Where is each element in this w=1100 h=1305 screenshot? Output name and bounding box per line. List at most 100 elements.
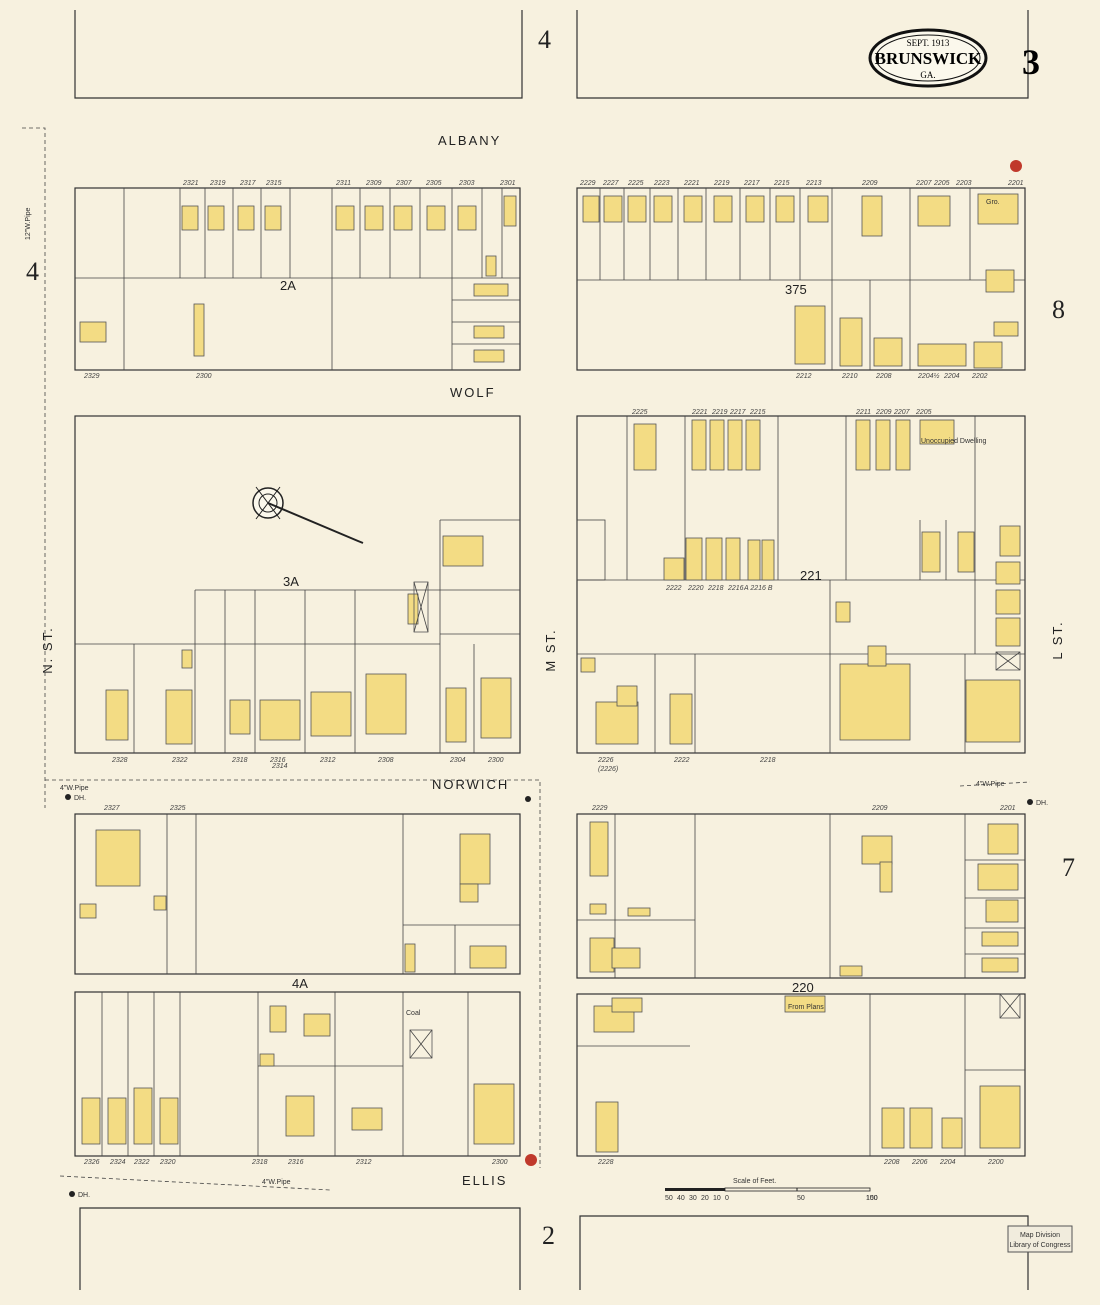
address-label: 2215 — [773, 180, 790, 187]
block-4a: 4A — [74, 813, 521, 1157]
stamp-line-1: Map Division — [1020, 1232, 1060, 1239]
address-label: 2209 — [871, 805, 888, 812]
scale-tick-label: 30 — [689, 1195, 697, 1202]
hydrant-norwich-n — [65, 794, 71, 800]
address-label: 2328 — [111, 757, 128, 764]
address-label: 2227 — [602, 180, 620, 187]
scale-tick-label: 100 — [866, 1195, 878, 1202]
address-label: 2229 — [591, 805, 608, 812]
address-label: 2312 — [355, 1159, 372, 1166]
address-label: 2217 — [743, 180, 761, 187]
address-label: 2329 — [83, 373, 100, 380]
water-pipe-n-st — [22, 127, 46, 808]
hydrant-label: DH. — [74, 795, 86, 802]
scale-tick-label: 50 — [797, 1195, 805, 1202]
address-label: 2319 — [209, 180, 226, 187]
compass-rose — [198, 475, 364, 544]
bottom-left-block — [79, 1207, 521, 1290]
block-2a: 2A — [74, 187, 521, 371]
address-label: 2225 — [631, 409, 648, 416]
grocery-label: Gro. — [986, 199, 1000, 206]
address-label: 2221 — [691, 409, 708, 416]
scale-tick-label: 20 — [701, 1195, 709, 1202]
address-label: 2225 — [627, 180, 644, 187]
title-cartouche: SEPT. 1913 BRUNSWICK GA. — [868, 28, 988, 88]
address-label: 2320 — [159, 1159, 176, 1166]
address-label: 2209 — [875, 409, 892, 416]
address-label: 2305 — [425, 180, 442, 187]
address-label: 2218 — [759, 757, 776, 764]
address-label: 2210 — [841, 373, 858, 380]
address-label: 2318 — [251, 1159, 268, 1166]
coal-label: Coal — [406, 1010, 421, 1017]
title-city: BRUNSWICK — [875, 49, 983, 68]
street-albany: ALBANY — [438, 133, 501, 148]
address-label: 2213 — [805, 180, 822, 187]
scale-tick-label: 50 — [665, 1195, 673, 1202]
address-label: 2317 — [239, 180, 257, 187]
stamp-line-2: Library of Congress — [1009, 1242, 1071, 1249]
top-right-block — [576, 10, 1029, 99]
address-label: (2226) — [598, 766, 618, 773]
address-label: 2207 — [915, 180, 933, 187]
address-label: 2303 — [458, 180, 475, 187]
address-label: 2318 — [231, 757, 248, 764]
address-label: 2322 — [171, 757, 188, 764]
from-plans-label: From Plans — [788, 1004, 824, 1011]
address-label: 2203 — [955, 180, 972, 187]
address-label: 2304 — [449, 757, 466, 764]
scale-tick-label: 150 — [866, 1195, 878, 1202]
block-label-3a: 3A — [283, 574, 299, 589]
title-date: SEPT. 1913 — [907, 38, 950, 48]
sheet-number: 3 — [1022, 42, 1040, 82]
adjacent-sheet-right-lower: 7 — [1062, 853, 1075, 882]
street-n-st: N. ST. — [40, 626, 55, 673]
address-label: 2206 — [911, 1159, 928, 1166]
block-220: 220 — [576, 813, 1026, 1157]
unoccupied-label: Unoccupied Dwelling — [921, 438, 986, 445]
address-label: 2200 — [987, 1159, 1004, 1166]
address-label: 2215 — [749, 409, 766, 416]
block-label-2a: 2A — [280, 278, 296, 293]
fire-alarm-icon — [525, 1154, 537, 1166]
address-label: 2307 — [395, 180, 413, 187]
address-label: 2212 — [795, 373, 812, 380]
address-label: 2217 — [729, 409, 747, 416]
hydrant-label: DH. — [78, 1192, 90, 1199]
street-ellis: ELLIS — [462, 1173, 507, 1188]
top-left-block — [74, 10, 523, 99]
pipe-label: 4"W.Pipe — [60, 785, 89, 792]
water-pipe-ellis — [59, 1175, 331, 1191]
address-label: 2308 — [377, 757, 394, 764]
adjacent-sheet-left: 4 — [26, 257, 39, 286]
hydrant-ellis-n — [69, 1191, 75, 1197]
address-label: 2204 — [943, 373, 960, 380]
address-label: 2324 — [109, 1159, 126, 1166]
water-pipe-norwich — [45, 779, 541, 1168]
hydrant-norwich-m — [525, 796, 531, 802]
adjacent-sheet-top: 4 — [538, 25, 551, 54]
scale-tick-label: 10 — [713, 1195, 721, 1202]
address-label: 2218 — [707, 585, 724, 592]
address-label: 2220 — [687, 585, 704, 592]
block-label-220: 220 — [792, 980, 814, 995]
title-state: GA. — [920, 70, 935, 80]
street-l-st: L ST. — [1050, 620, 1065, 659]
address-label: 2204 — [939, 1159, 956, 1166]
address-label: 2223 — [653, 180, 670, 187]
street-norwich: NORWICH — [432, 777, 509, 792]
address-label: 2221 — [683, 180, 700, 187]
pipe-label: 12"W.Pipe — [25, 207, 32, 240]
block-375: 375 Gro. — [576, 187, 1026, 371]
scale-label: Scale of Feet. — [733, 1178, 776, 1185]
adjacent-sheet-bottom: 2 — [542, 1221, 555, 1250]
block-3a: 3A — [74, 415, 521, 754]
address-label: 2301 — [499, 180, 516, 187]
address-label: 2325 — [169, 805, 186, 812]
address-label: 2222 — [665, 585, 682, 592]
address-label: 2219 — [711, 409, 728, 416]
address-label: 2208 — [875, 373, 892, 380]
address-label: 2209 — [861, 180, 878, 187]
